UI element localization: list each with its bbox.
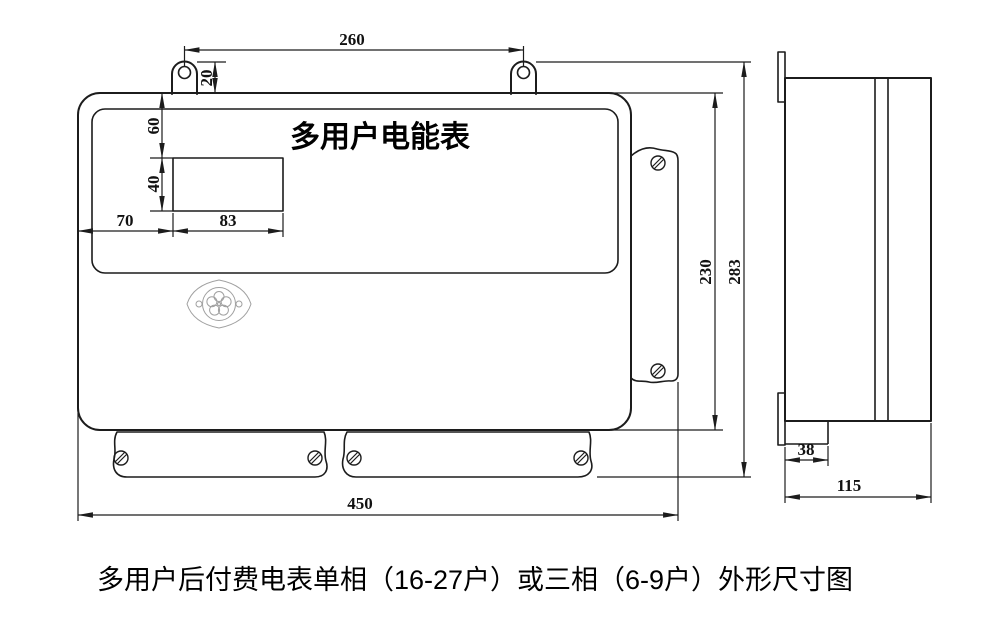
side-top-hanger-tab bbox=[777, 51, 786, 103]
terminal-cover-right bbox=[341, 431, 593, 478]
dim-260-label: 260 bbox=[339, 30, 365, 49]
dim-450-label: 450 bbox=[347, 494, 373, 513]
dim-hole-spacing: 260 bbox=[183, 30, 525, 66]
dim-window-top-offset: 60 bbox=[144, 92, 173, 159]
dim-overall-height: 283 bbox=[536, 61, 751, 478]
cover-screw-4 bbox=[573, 450, 589, 466]
meter-title: 多用户电能表 bbox=[290, 121, 470, 154]
dim-window-width: 83 bbox=[172, 211, 284, 237]
dim-38-label: 38 bbox=[798, 440, 815, 459]
right-hanger-hole bbox=[516, 65, 531, 80]
front-view: 多用户电能表 bbox=[77, 60, 679, 478]
dim-overall-depth: 115 bbox=[784, 423, 932, 503]
side-view bbox=[777, 51, 932, 446]
dim-window-height: 40 bbox=[144, 157, 173, 212]
flange-screw-top bbox=[650, 155, 666, 171]
front-dimensions: 260 20 60 40 70 83 bbox=[77, 30, 751, 521]
dim-hanger-offset: 20 bbox=[197, 61, 226, 94]
left-hanger-hole bbox=[177, 65, 192, 80]
cover-screw-1 bbox=[113, 450, 129, 466]
terminal-cover-left bbox=[112, 431, 328, 478]
right-mount-flange bbox=[630, 147, 679, 384]
dim-bracket-depth: 38 bbox=[784, 440, 829, 503]
dim-283-label: 283 bbox=[725, 259, 744, 285]
cover-screw-3 bbox=[346, 450, 362, 466]
enclosure-body bbox=[77, 92, 632, 431]
dim-overall-width: 450 bbox=[77, 382, 679, 521]
dim-40-label: 40 bbox=[144, 176, 163, 193]
dim-70-label: 70 bbox=[117, 211, 134, 230]
dim-83-label: 83 bbox=[220, 211, 237, 230]
side-dimensions: 38 115 bbox=[784, 423, 932, 503]
dim-230-label: 230 bbox=[696, 259, 715, 285]
dim-body-height: 230 bbox=[611, 92, 723, 431]
side-bottom-mount-tab bbox=[777, 392, 786, 446]
dim-20-label: 20 bbox=[197, 70, 216, 87]
dim-115-label: 115 bbox=[837, 476, 862, 495]
cover-screw-2 bbox=[307, 450, 323, 466]
drawing-caption: 多用户后付费电表单相（16-27户）或三相（6-9户）外形尺寸图 bbox=[97, 565, 853, 595]
dim-window-left-offset: 70 bbox=[77, 211, 174, 237]
front-door-panel bbox=[91, 108, 619, 274]
lead-seal-emblem bbox=[186, 279, 252, 329]
dim-60-label: 60 bbox=[144, 118, 163, 135]
flange-screw-bottom bbox=[650, 363, 666, 379]
display-window bbox=[172, 157, 284, 212]
side-body bbox=[784, 77, 932, 422]
